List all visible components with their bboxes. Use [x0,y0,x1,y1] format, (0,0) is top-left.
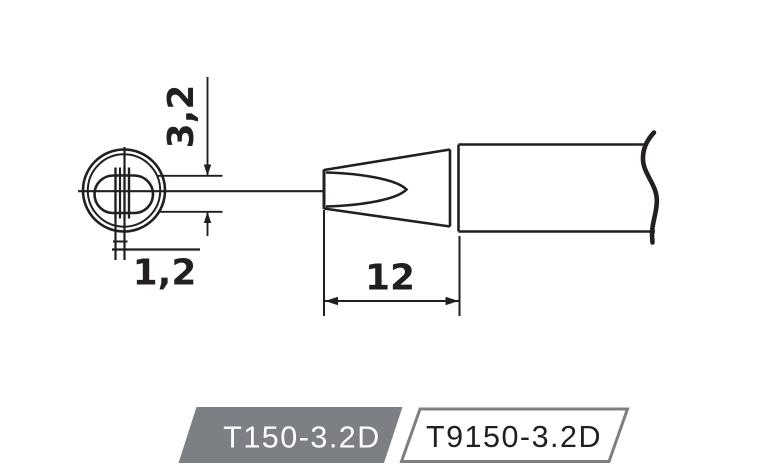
dim-3-2-arrow-down-icon [203,164,212,176]
t150-label: T150-3.2D [223,421,381,455]
dim-3-2-arrow-up-icon [203,211,212,223]
taper-bottom-line [323,207,451,228]
dimension-1-2 [112,218,200,260]
dim-3-2-label: 3,2 [161,85,202,149]
t9150-label: T9150-3.2D [426,420,602,454]
shaft-break-line [640,130,660,245]
dim-1-2-label: 1,2 [133,253,197,294]
dim-12-arrow-left-icon [325,296,338,306]
taper-top-line [323,148,451,172]
t9150-label-parallelogram [399,407,630,463]
t150-label-parallelogram [178,407,403,463]
dimension-12 [323,210,461,316]
chisel-face-curve [325,171,409,208]
dim-12-label: 12 [365,258,415,299]
dim-12-arrow-right-icon [445,296,459,306]
part-number-banner: T150-3.2D T9150-3.2D [178,407,630,463]
dimension-3-2 [158,77,223,236]
side-view [322,130,660,245]
